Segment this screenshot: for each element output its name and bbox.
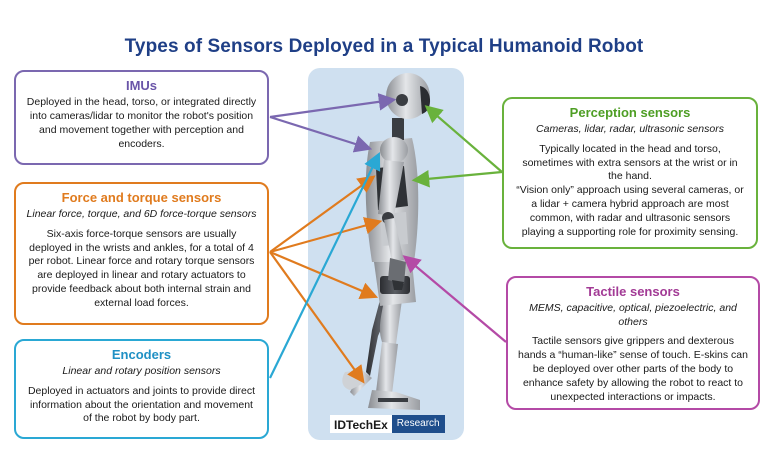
page-title: Types of Sensors Deployed in a Typical H…	[124, 36, 644, 57]
force-arrow-elbow	[269, 217, 383, 254]
encoders-description: Deployed in actuators and joints to prov…	[27, 384, 256, 425]
perception-subtitle: Cameras, lidar, radar, ultrasonic sensor…	[536, 123, 724, 135]
logo-brand: IDTechEx	[330, 415, 392, 433]
perception-heading: Perception sensors	[569, 105, 691, 120]
idtechex-logo: IDTechEx Research	[330, 415, 445, 433]
perception-description-approach: “Vision only” approach using several cam…	[516, 184, 744, 238]
tactile-subtitle: MEMS, capacitive, optical, piezoelectric…	[529, 302, 737, 328]
force-arrow-ankle	[269, 251, 365, 384]
force-torque-subtitle: Linear force, torque, and 6D force-torqu…	[26, 208, 257, 220]
perception-description-location: Typically located in the head and torso,…	[522, 142, 738, 183]
perception-arrow-torso	[411, 170, 503, 188]
perception-callout: Perception sensors Cameras, lidar, radar…	[502, 97, 758, 249]
force-torque-description: Six-axis force-torque sensors are usuall…	[28, 227, 255, 309]
perception-arrow-head	[424, 105, 503, 173]
logo-tag: Research	[391, 415, 445, 433]
imu-arrow-torso	[269, 115, 373, 153]
force-arrow-hip	[269, 250, 379, 299]
force-torque-callout: Force and torque sensors Linear force, t…	[14, 182, 269, 325]
imu-arrow-head	[269, 93, 397, 119]
imu-callout: IMUs Deployed in the head, torso, or int…	[14, 70, 269, 165]
tactile-callout: Tactile sensors MEMS, capacitive, optica…	[506, 276, 760, 410]
force-arrow-shoulder	[269, 175, 376, 253]
force-torque-heading: Force and torque sensors	[61, 190, 222, 205]
tactile-arrow	[402, 255, 507, 343]
encoders-subtitle: Linear and rotary position sensors	[62, 365, 221, 377]
encoders-arrow	[269, 152, 381, 379]
tactile-heading: Tactile sensors	[586, 284, 680, 299]
tactile-description: Tactile sensors give grippers and dexter…	[518, 335, 748, 403]
imu-description: Deployed in the head, torso, or integrat…	[26, 96, 257, 150]
imu-heading: IMUs	[125, 78, 158, 93]
encoders-heading: Encoders	[111, 347, 172, 362]
encoders-callout: Encoders Linear and rotary position sens…	[14, 339, 269, 439]
